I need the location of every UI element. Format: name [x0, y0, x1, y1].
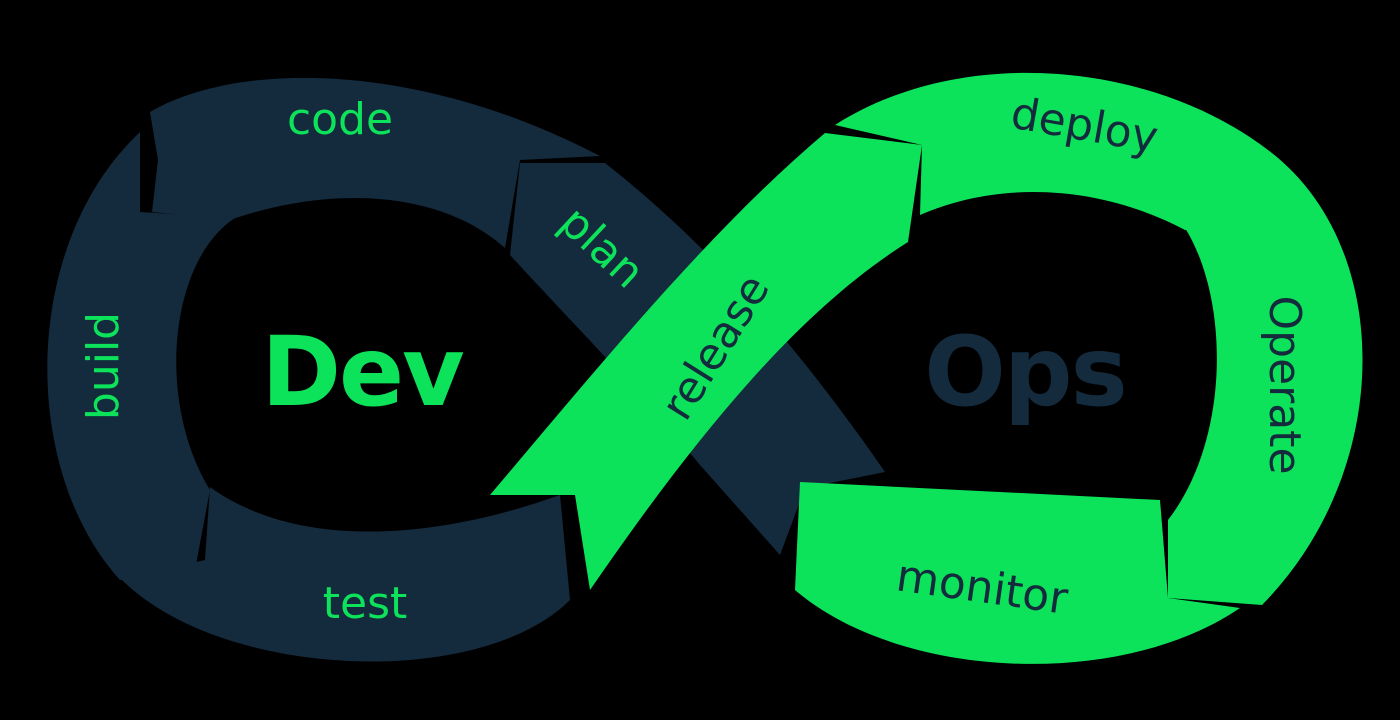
- segment-operate: [1168, 150, 1363, 605]
- ops-loop: [490, 72, 1363, 664]
- stage-label-build: build: [78, 312, 129, 420]
- segment-code: [150, 77, 600, 248]
- ops-label: Ops: [924, 316, 1125, 428]
- side-labels: Dev Ops: [261, 316, 1127, 428]
- segment-build: [47, 132, 235, 580]
- segment-deploy: [835, 72, 1268, 232]
- dev-label: Dev: [261, 316, 464, 428]
- stage-label-operate: Operate: [1259, 295, 1310, 474]
- segment-test: [120, 487, 570, 662]
- stage-label-test: test: [323, 578, 408, 629]
- stage-label-code: code: [287, 94, 393, 145]
- segment-release: [490, 133, 922, 590]
- segment-monitor: [795, 482, 1240, 664]
